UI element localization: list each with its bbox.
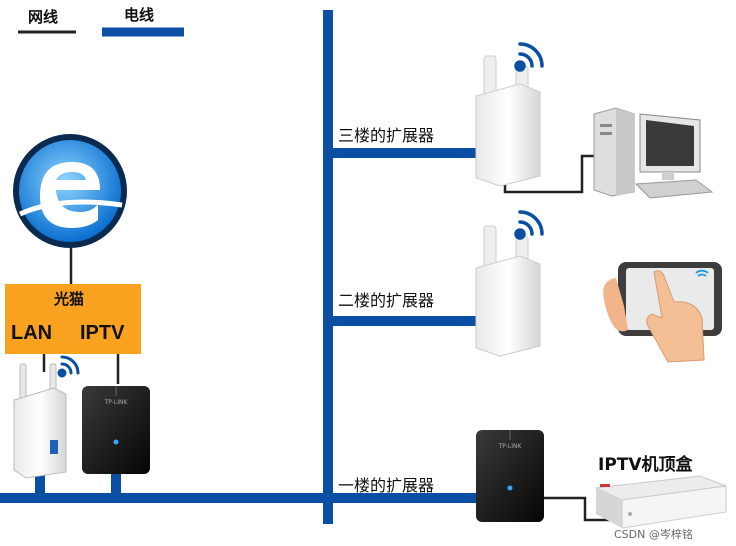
power-line-network [0, 10, 498, 524]
adapter-brand-left: TP-LINK [104, 399, 129, 406]
wifi-signal-icon [57, 355, 80, 378]
powerline-adapter-first-floor [476, 430, 544, 522]
adapter-brand-first: TP-LINK [498, 443, 523, 450]
wifi-extender-second-floor [475, 225, 541, 357]
wifi-extender-left [13, 363, 67, 479]
internet-globe-icon [13, 134, 127, 248]
powerline-adapter-left [82, 386, 150, 474]
label-first-floor-extender: 一楼的扩展器 [338, 476, 435, 495]
tablet-icon [603, 262, 722, 363]
watermark: CSDN @岑梓铭 [614, 528, 693, 541]
modem-port-lan: LAN [11, 322, 53, 344]
iptv-set-top-box-icon [594, 475, 727, 529]
label-iptv-box: IPTV机顶盒 [598, 455, 693, 475]
label-third-floor-extender: 三楼的扩展器 [338, 126, 435, 145]
legend-network-label: 网线 [28, 8, 59, 26]
desktop-computer-icon [593, 107, 714, 199]
label-second-floor-extender: 二楼的扩展器 [338, 291, 435, 310]
modem-port-iptv: IPTV [80, 322, 125, 344]
wifi-signal-icon-second [514, 210, 544, 240]
legend-power-label: 电线 [124, 6, 155, 24]
optical-modem-box [5, 284, 141, 354]
modem-title: 光猫 [54, 290, 85, 308]
wifi-extender-third-floor [475, 55, 541, 187]
wifi-signal-icon-third [514, 42, 544, 72]
